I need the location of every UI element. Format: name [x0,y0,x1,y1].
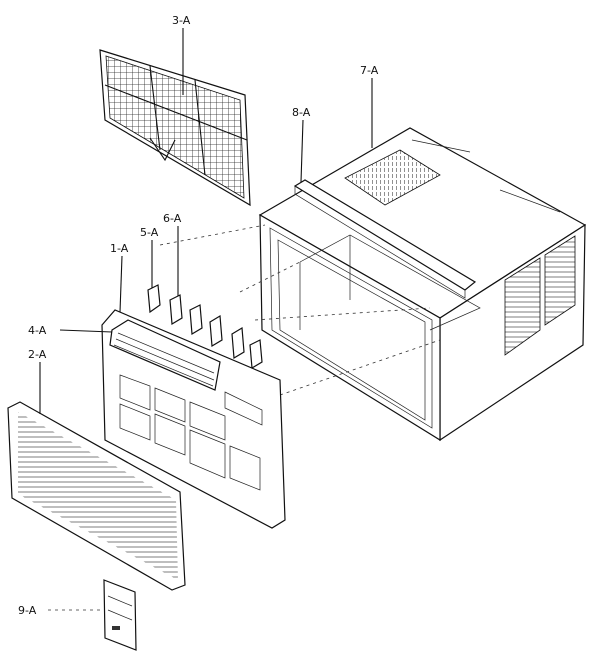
cabinet-part [258,127,587,442]
label-filter: 3-A [172,14,191,27]
label-front-frame: 1-A [110,242,129,255]
rail-leader [300,119,304,183]
control-panel-part [103,579,137,651]
louver-clips-part [147,284,263,370]
label-louver-clip: 5-A [140,226,159,239]
frame-leader [119,255,123,313]
label-control-panel: 9-A [18,604,37,617]
deflector-leader [59,329,113,333]
label-rail: 8-A [292,106,311,119]
front-frame-part [101,309,286,529]
label-front-grille: 2-A [28,348,47,361]
label-cabinet: 7-A [360,64,379,77]
rail-part [293,179,477,299]
label-air-deflector: 4-A [28,324,47,337]
front-grille-part [7,401,186,591]
filter-part [99,49,251,207]
assembly-guides [159,224,441,396]
label-louver-bracket: 6-A [163,212,182,225]
